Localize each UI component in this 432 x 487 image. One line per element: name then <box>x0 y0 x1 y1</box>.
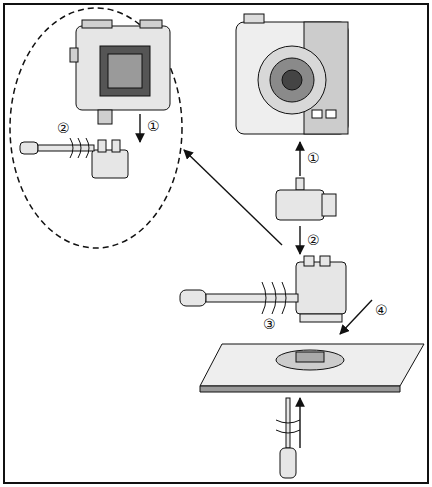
frame <box>4 4 428 483</box>
inset-ellipse <box>10 8 182 248</box>
callout-number: ③ <box>262 316 277 332</box>
down-arrow <box>299 226 300 254</box>
action-camera <box>236 14 348 134</box>
callout-number: ① <box>146 118 161 134</box>
buckle <box>296 256 346 322</box>
callout-number: ① <box>306 150 321 166</box>
thumb-screw <box>20 138 94 158</box>
inset-pointer <box>184 150 282 245</box>
swivel-mount <box>276 178 336 220</box>
screwdriver <box>276 398 300 478</box>
down-arrow <box>340 300 372 334</box>
up-arrow <box>299 142 300 176</box>
down-arrow <box>139 114 140 142</box>
callout-number: ② <box>56 120 71 136</box>
adhesive-base <box>200 344 424 392</box>
buckle <box>92 140 128 178</box>
thumb-screw <box>180 282 298 314</box>
callout-number: ④ <box>374 302 389 318</box>
callout-number: ② <box>306 232 321 248</box>
waterproof-housing <box>70 20 170 124</box>
